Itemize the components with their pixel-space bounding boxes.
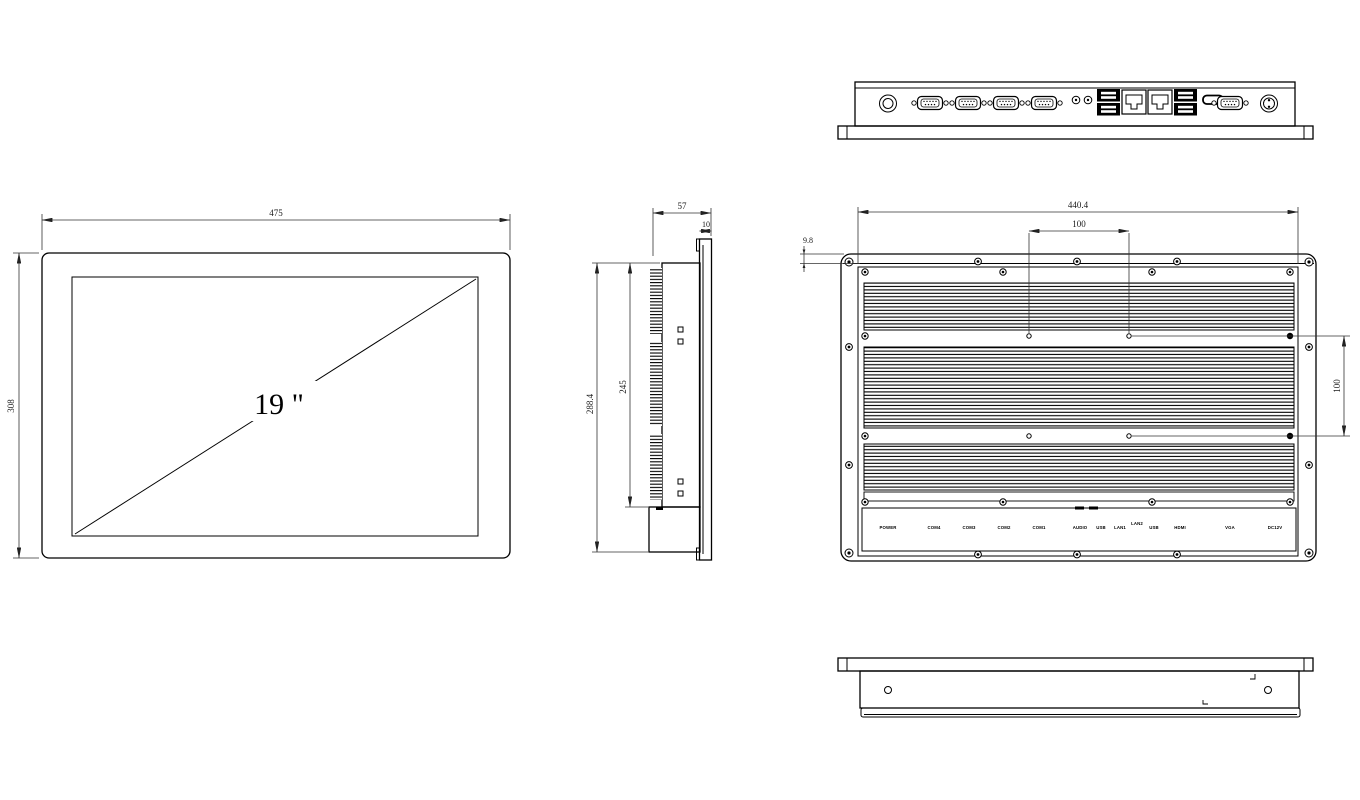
lan2-port-icon [1147,89,1173,115]
vesa-hole [1126,433,1132,439]
com4-port-icon [1025,95,1063,111]
port-label: COM1 [1032,525,1045,530]
connector-label-strip: POWER COM4 COM3 COM2 COM1 AUDIO USB LAN1… [861,506,1297,552]
screen-diagonal-label: 19 " [254,388,304,421]
front-bezel [41,252,511,559]
front-view: 19 " 475 308 [6,208,511,559]
side-bezel [696,238,713,561]
heatsink-fins [650,268,662,334]
port-label: USB [1096,525,1106,530]
dimension-vesa-width: 100 [1028,219,1130,333]
side-bezel-value: 10 [702,220,710,229]
vesa-height-value: 100 [1332,379,1342,393]
com3-port-icon [987,95,1025,111]
com1-port-icon [911,95,949,111]
screw-heads [844,257,1314,559]
side-body [648,262,701,553]
side-cover-height-value: 288.4 [585,393,595,414]
usb-ports-icon-2 [1174,89,1197,116]
rear-view: POWER COM4 COM3 COM2 COM1 AUDIO USB LAN1… [800,200,1350,562]
side-body-height-value: 245 [618,380,628,394]
dimension-vesa-height: 100 [1132,335,1350,437]
vesa-hole [1126,333,1132,339]
vesa-hole [1026,433,1032,439]
top-view [837,81,1314,140]
screen-area [71,276,479,537]
dimension-rear-width: 440.4 [857,200,1299,264]
side-depth-value: 57 [678,201,688,211]
power-button-icon [879,94,897,113]
dimension-side-cover-height: 288.4 [585,262,648,553]
com2-port-icon [949,95,987,111]
mounting-hole [1264,686,1272,694]
rear-top-offset-value: 9.8 [803,236,813,245]
port-label: COM2 [997,525,1010,530]
vesa-width-value: 100 [1072,219,1086,229]
bottom-view [837,657,1314,718]
front-width-value: 475 [269,208,283,218]
vesa-hole [1026,333,1032,339]
dc-jack-icon [1260,94,1278,113]
side-view: 57 10 245 288.4 [585,201,713,561]
port-label: AUDIO [1073,525,1088,530]
port-label: USB [1149,525,1159,530]
dimension-side-body-height: 245 [592,262,660,508]
port-label: POWER [880,525,898,530]
front-height-value: 308 [6,399,16,413]
heatsink-fins [650,434,662,500]
port-label: VGA [1225,525,1235,530]
port-label: LAN1 [1114,525,1126,530]
rear-width-value: 440.4 [1068,200,1089,210]
screen-diagonal: 19 " [74,278,477,535]
port-label: LAN2 [1131,521,1143,526]
dimension-rear-top-offset: 9.8 [800,236,860,272]
port-label: COM3 [962,525,975,530]
port-label: DC12V [1268,525,1283,530]
audio-jack-icon [1071,95,1093,105]
top-view-enclosure [837,81,1314,140]
dimension-front-width: 475 [41,208,511,250]
port-label: COM4 [927,525,940,530]
mounting-hole [884,686,892,694]
dimension-front-height: 308 [6,252,39,559]
dimension-side-bezel: 10 [698,220,713,234]
usb-ports-icon [1097,89,1120,116]
bottom-enclosure [837,657,1314,718]
lan1-port-icon [1121,89,1147,115]
heatsink-fins [650,342,662,426]
port-label: HDMI [1174,525,1186,530]
side-connector-section [648,506,701,553]
heatsink-fin-bands [863,282,1295,502]
